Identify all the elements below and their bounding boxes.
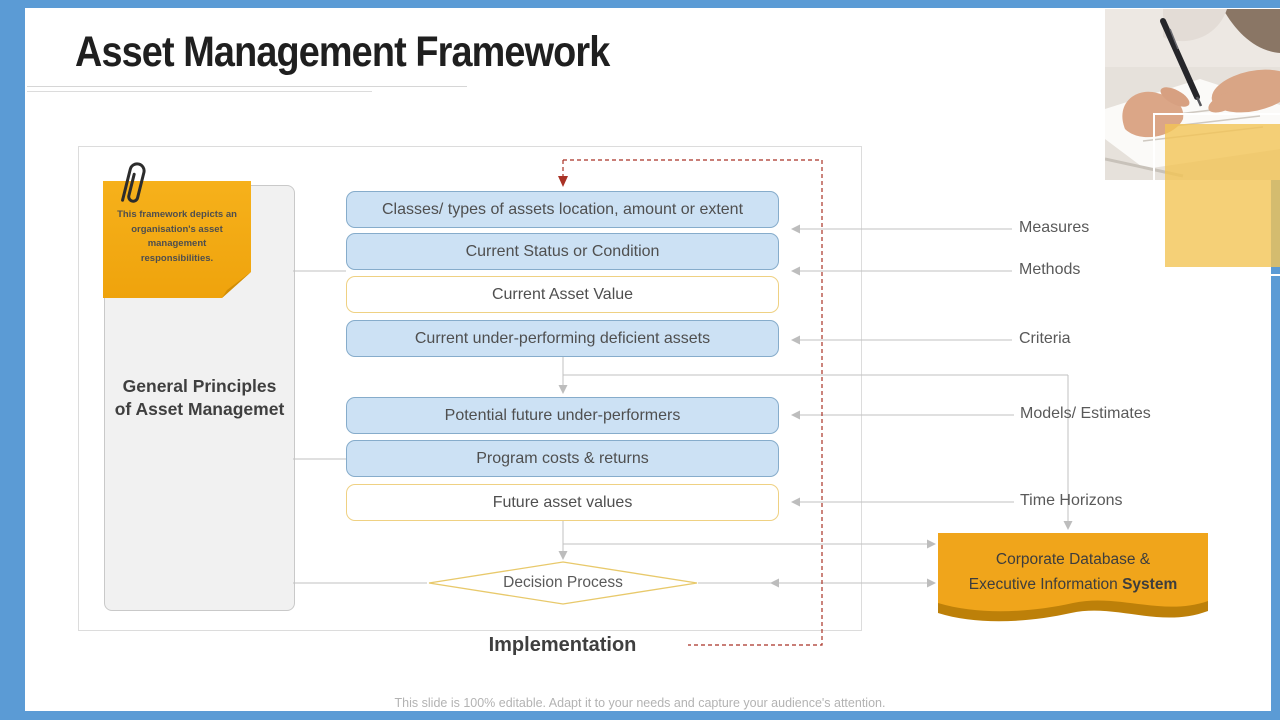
bottom-accent-bar	[0, 711, 1280, 720]
white-frame-square	[1153, 113, 1280, 276]
flow-box-potential-underperformers: Potential future under-performers	[346, 397, 779, 434]
general-principles-label: General Principles of Asset Managemet	[114, 376, 285, 419]
label-models-estimates: Models/ Estimates	[1020, 405, 1151, 422]
page-title-text: Asset Management Framework	[75, 28, 610, 76]
corporate-database-line2-bold: System	[1122, 575, 1178, 593]
decision-diamond: Decision Process	[428, 561, 698, 605]
flow-box-program-costs: Program costs & returns	[346, 440, 779, 477]
left-accent-bar	[0, 0, 25, 720]
page-title: Asset Management Framework	[75, 28, 682, 77]
sticky-note-text: This framework depicts an organisation's…	[117, 209, 237, 265]
paperclip-icon	[121, 162, 146, 203]
decision-diamond-label: Decision Process	[503, 574, 623, 591]
corporate-database-line2: Executive Information	[968, 575, 1118, 593]
corporate-database-text: Corporate Database & Executive Informati…	[938, 548, 1208, 598]
top-accent-bar	[0, 0, 1280, 8]
yellow-overlay-square	[1165, 124, 1280, 267]
corporate-database-box: Corporate Database & Executive Informati…	[938, 533, 1208, 637]
footer-note: This slide is 100% editable. Adapt it to…	[394, 696, 886, 710]
corporate-database-shape	[938, 533, 1208, 622]
corporate-database-line1: Corporate Database &	[995, 551, 1151, 568]
decision-diamond-shape	[428, 561, 698, 605]
sticky-note: This framework depicts an organisation's…	[103, 181, 251, 298]
flow-box-current-asset-value: Current Asset Value	[346, 276, 779, 313]
label-time-horizons: Time Horizons	[1020, 492, 1123, 509]
implementation-label: Implementation	[488, 634, 637, 656]
flow-box-future-asset-values: Future asset values	[346, 484, 779, 521]
flow-box-current-status: Current Status or Condition	[346, 233, 779, 270]
label-measures: Measures	[1019, 219, 1090, 236]
label-methods: Methods	[1019, 261, 1081, 278]
label-criteria: Criteria	[1019, 330, 1071, 347]
flow-box-underperforming-assets: Current under-performing deficient asset…	[346, 320, 779, 357]
sticky-note-shape	[103, 181, 251, 298]
right-accent-bar	[1271, 178, 1280, 720]
flow-box-classes-types: Classes/ types of assets location, amoun…	[346, 191, 779, 228]
title-underline-1	[27, 86, 467, 87]
title-underline-2	[27, 91, 372, 92]
